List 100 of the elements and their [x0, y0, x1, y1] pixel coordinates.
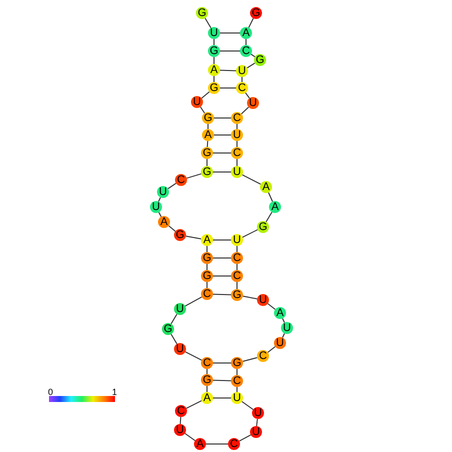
backbone-line	[236, 368, 238, 376]
nucleotide-circle: C	[236, 82, 248, 94]
backbone-line	[241, 401, 254, 410]
backbone-line	[206, 368, 208, 374]
nucleotide-circle: G	[202, 112, 214, 124]
nucleotide-circle: A	[202, 129, 214, 141]
nucleotide-circle: G	[201, 252, 213, 264]
nucleotide-circle: G	[250, 7, 262, 19]
backbone-line	[242, 296, 258, 300]
base-pair-line	[212, 380, 232, 382]
base-pair-line	[214, 134, 232, 136]
scale-label: 0	[48, 388, 54, 397]
nucleotide-circle: C	[228, 438, 240, 450]
nucleotide-circle: C	[231, 375, 243, 387]
base-pair-line	[220, 70, 236, 72]
nucleotide-circle: C	[231, 252, 243, 264]
nucleotide-circle: G	[231, 289, 243, 301]
nucleotide-circle: G	[201, 166, 213, 178]
nucleotide-circle: U	[157, 186, 169, 198]
nucleotide-circle: A	[269, 201, 281, 213]
backbone-line	[242, 229, 258, 238]
nucleotide-circle: U	[208, 27, 220, 39]
nucleotide-circle: U	[174, 343, 186, 355]
backbone-line	[184, 351, 202, 361]
backbone-line	[186, 400, 202, 409]
backbone-line	[236, 386, 238, 392]
backbone-line	[242, 174, 262, 185]
backbone-line	[185, 236, 202, 240]
backbone-line	[206, 140, 208, 148]
backbone-line	[168, 182, 176, 190]
backbone-line	[256, 418, 258, 426]
backbone-line	[236, 264, 238, 270]
nucleotide-circle: G	[162, 323, 174, 335]
nucleotide-circle: U	[231, 392, 243, 404]
nucleotide-circle: U	[250, 426, 262, 438]
base-pair-line	[212, 294, 232, 296]
nucleotide-circle: U	[247, 97, 259, 109]
backbone-line	[246, 62, 256, 68]
nucleotide-circle: U	[191, 96, 203, 108]
backbone-line	[184, 296, 202, 307]
backbone-line	[206, 158, 208, 166]
nucleotide-circle: U	[281, 322, 293, 334]
nucleotide-circle: C	[201, 357, 213, 369]
nucleotide-circle: C	[175, 405, 187, 417]
nucleotide-circle: U	[257, 294, 269, 306]
nucleotide-circle: G	[196, 7, 208, 19]
backbone-line	[184, 432, 196, 442]
nucleotide-circle: U	[150, 201, 162, 213]
nucleotide-circle: U	[236, 65, 248, 77]
base-pair-line	[220, 32, 240, 34]
nucleotide-circle: A	[208, 64, 220, 76]
nucleotide-circle: C	[257, 350, 269, 362]
nucleotide-circle: C	[231, 112, 243, 124]
backbone-line	[206, 246, 208, 252]
nucleotide-circle: U	[231, 166, 243, 178]
nucleotide-circle: U	[174, 424, 186, 436]
nucleotide-circle: G	[208, 82, 220, 94]
backbone-line	[186, 173, 202, 179]
backbone-line	[180, 416, 182, 424]
backbone-line	[240, 106, 250, 114]
backbone-line	[250, 54, 256, 58]
nucleotide-circle: U	[231, 129, 243, 141]
nucleotide-circle: G	[201, 374, 213, 386]
backbone-line	[236, 124, 238, 130]
nucleotide-circle: A	[260, 181, 272, 193]
backbone-line	[206, 386, 208, 392]
base-pair-line	[220, 50, 240, 52]
nucleotide-circle: G	[174, 229, 186, 241]
backbone-line	[168, 225, 176, 232]
nucleotide-circle: U	[174, 303, 186, 315]
backbone-line	[236, 140, 238, 148]
nucleotide-circle: U	[252, 407, 264, 419]
nucleotide-circle: G	[201, 147, 213, 159]
nucleotide-circle: A	[158, 216, 170, 228]
backbone-line	[266, 212, 272, 222]
nucleotide-circle: A	[201, 392, 213, 404]
backbone-line	[201, 91, 210, 99]
backbone-line	[268, 192, 273, 202]
nucleotide-circle: G	[257, 221, 269, 233]
backbone-line	[267, 303, 276, 310]
nucleotide-circle: A	[274, 307, 286, 319]
nucleotide-circle: G	[201, 270, 213, 282]
nucleotide-circle: U	[231, 234, 243, 246]
backbone-line	[236, 158, 238, 166]
backbone-line	[267, 346, 276, 353]
nucleotide-circle: C	[231, 270, 243, 282]
backbone-line	[248, 18, 254, 28]
scale-label: 1	[112, 388, 118, 397]
base-pair-line	[212, 152, 232, 154]
nucleotide-circle: G	[231, 357, 243, 369]
nucleotide-circle: A	[201, 234, 213, 246]
nucleotide-circle: C	[201, 288, 213, 300]
nucleotide-circle: G	[208, 45, 220, 57]
backbone-line	[206, 264, 208, 270]
nucleotide-circle: A	[240, 27, 252, 39]
nucleotide-circle: G	[254, 54, 266, 66]
nucleotide-circle: C	[240, 45, 252, 57]
base-pair-line	[212, 362, 232, 364]
backbone-line	[206, 282, 208, 288]
nucleotide-circle: U	[274, 337, 286, 349]
